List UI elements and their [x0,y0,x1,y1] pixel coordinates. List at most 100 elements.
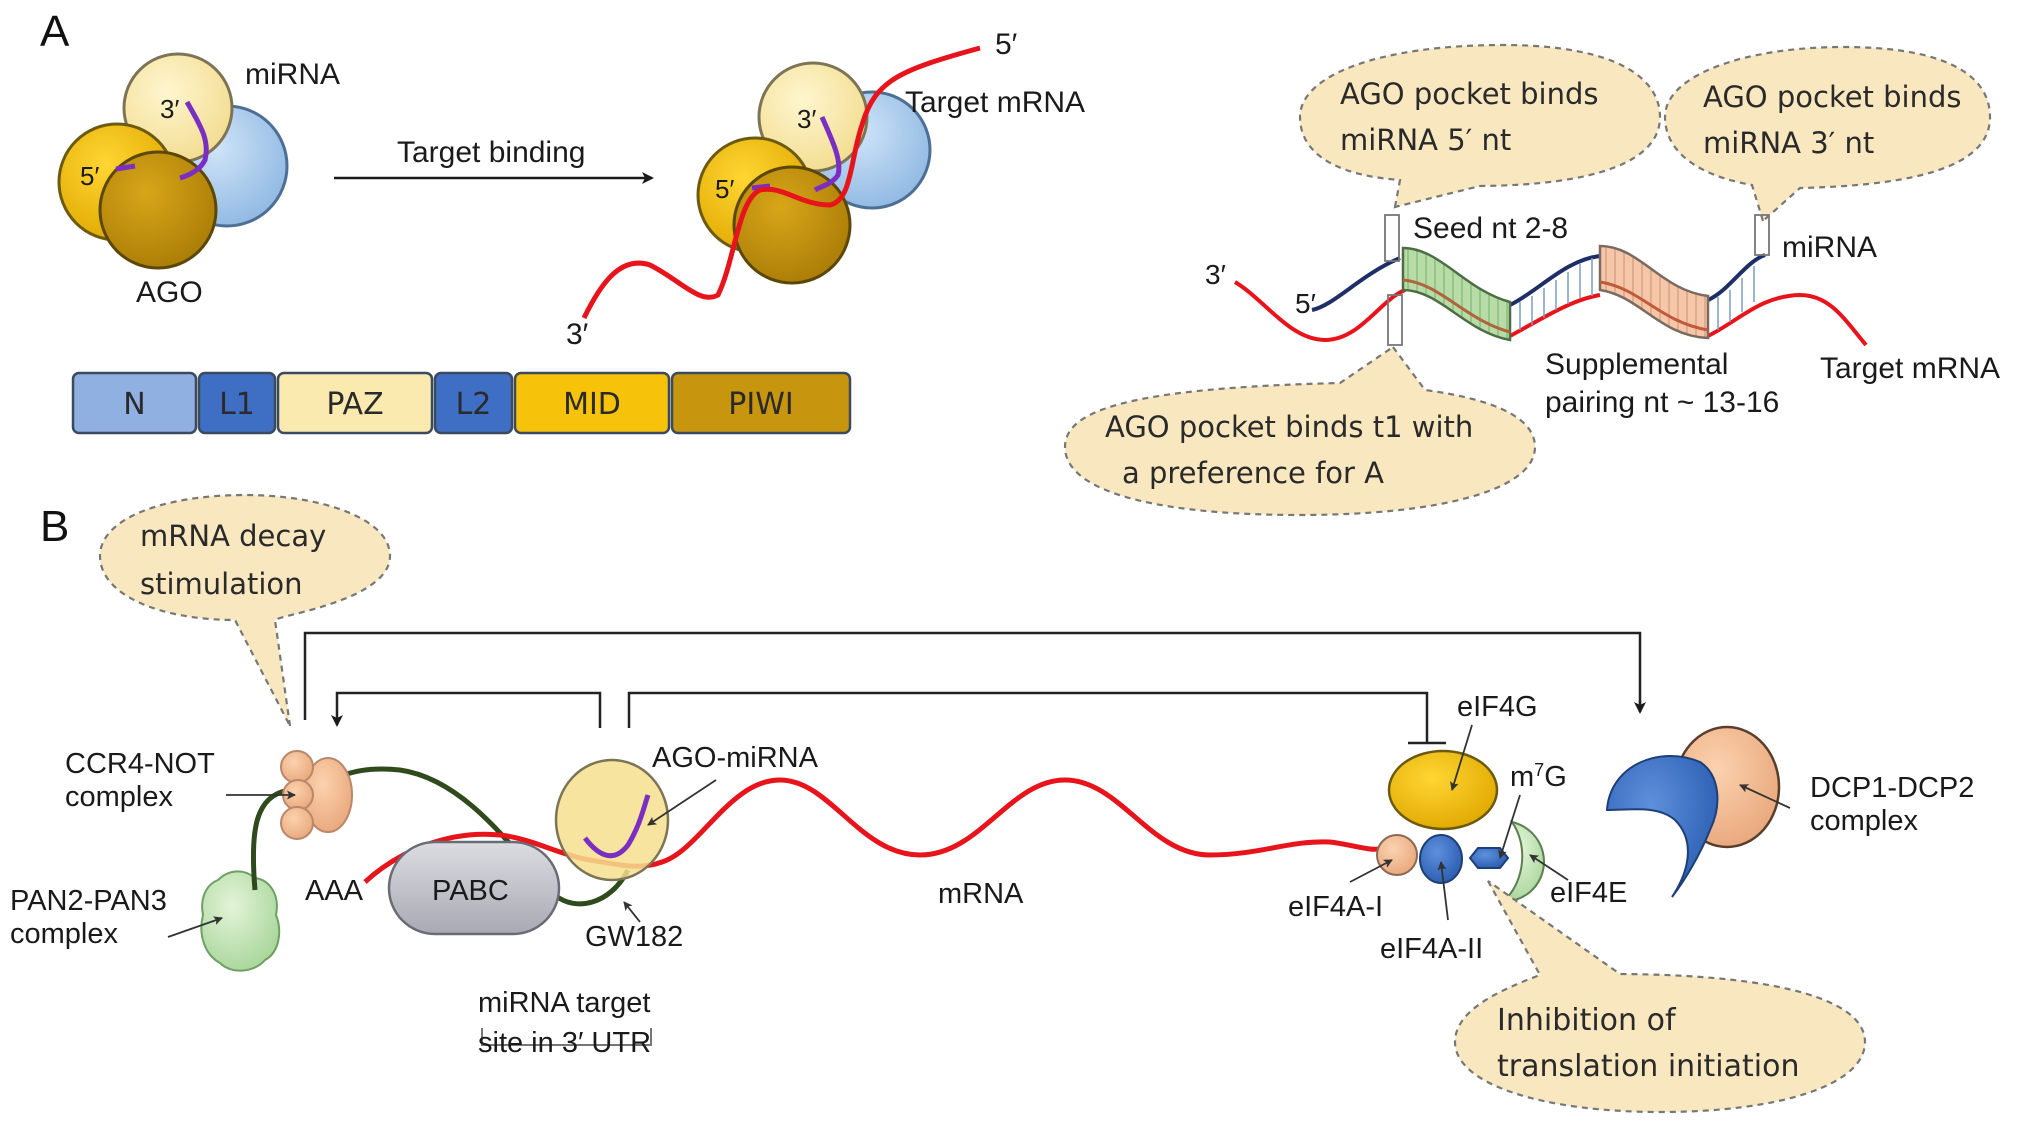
bubble-t1 [1063,345,1537,517]
seed-label: Seed nt 2-8 [1413,212,1568,245]
dcp1-dcp2-complex [1605,725,1781,898]
domain-l1: L1 [197,371,277,435]
target-5prime-label: 5′ [995,28,1018,61]
eif4a-ii-pointer [1437,861,1449,921]
target-site-line1: miRNA target [478,987,650,1019]
eif4a-i-pointer [1349,859,1393,883]
ago-label: AGO [136,276,203,309]
eif4g-pointer [1450,724,1473,791]
target-mrna-strand [581,45,981,320]
supplemental-region [1598,244,1710,340]
bubble-decay-line1: mRNA decay [140,519,326,553]
bubble-5prime-line1: AGO pocket binds [1340,77,1599,111]
duplex-target-3prime: 3′ [1205,259,1226,290]
ago-piwi-lobe [98,150,218,270]
duplex-mirna-5prime: 5′ [1295,288,1316,319]
bubble-3prime-line2: miRNA 3′ nt [1703,126,1874,160]
domain-label: MID [563,387,621,422]
target-mrna-label: Target mRNA [905,86,1085,119]
pocket-3prime-box [1754,214,1770,256]
eif4e-label: eIF4E [1550,877,1627,909]
ago-protein-bound [581,45,981,320]
ago-protein-unbound [57,52,289,270]
mrna-strand [363,777,1385,884]
bubble-3prime-line1: AGO pocket binds [1703,80,1962,114]
bubble-5prime [1298,43,1662,209]
domain-piwi: PIWI [670,371,852,435]
seed-region [1401,246,1512,342]
dcp-pointer [1739,784,1791,809]
bubble-5prime-line2: miRNA 5′ nt [1340,123,1511,157]
deadenylation-bracket [331,691,602,728]
target-mrna-strand [1233,280,1406,343]
bubble-decay [98,493,392,727]
mirna-target-duplex [1233,214,1868,347]
eif4f-complex [1376,749,1545,902]
domain-box [513,371,671,435]
domain-label: L2 [456,387,492,422]
mirna-strand [813,116,842,193]
ccr4-not-complex [280,750,353,840]
eif4g-label: eIF4G [1457,691,1538,723]
domain-box [197,371,277,435]
pabc-label: PABC [432,875,509,907]
domain-box [433,371,514,435]
bound-mirna [583,794,651,859]
mirna-strand [179,100,209,181]
bound-mirna-5prime-label: 5′ [715,174,734,204]
mirna-5prime-label: 5′ [80,161,99,191]
eif4a-i-protein [1376,834,1418,876]
bound-mirna-3prime-label: 3′ [797,104,816,134]
target-3prime-label: 3′ [566,318,589,351]
ago-mirna-complex [554,758,670,882]
pan2-pan3-pointer [167,916,223,938]
domain-n: N [71,371,198,435]
pabc-protein [387,840,561,936]
gw182-strand [250,766,631,907]
mrna-label: mRNA [938,878,1024,910]
gw182-label: GW182 [585,921,683,953]
domain-paz: PAZ [276,371,434,435]
target-binding-label: Target binding [397,136,585,169]
domain-l2: L2 [433,371,514,435]
domain-mid: MID [513,371,671,435]
pocket-t1-box [1387,294,1403,346]
target-site-line2: site in 3′ UTR [478,1027,651,1059]
m7g-label: m7G [1510,760,1567,793]
dcp1-protein [1605,755,1719,898]
supplemental-line1: Supplemental [1545,348,1728,381]
bubble-inhibition-line1: Inhibition of [1497,1003,1677,1038]
mirna-3prime-label: 3′ [160,94,179,124]
duplex-target-mrna-label: Target mRNA [1820,352,2000,385]
bubble-inhibition [1453,880,1867,1114]
ago-mirna-label: AGO-miRNA [652,742,819,774]
mirna-5p-end [115,163,136,172]
duplex-mirna-label: miRNA [1782,231,1877,264]
ccr4-not-line1: CCR4-NOT [65,748,215,780]
dcp-line2: complex [1810,805,1918,837]
ccr4-not-line2: complex [65,781,173,813]
panel-b-label: B [40,502,69,551]
dcp-line1: DCP1-DCP2 [1810,772,1974,804]
domain-box [276,371,434,435]
inhibition-bracket [627,691,1429,743]
pan2-pan3-line1: PAN2-PAN3 [10,885,167,917]
pan2-pan3-line2: complex [10,918,118,950]
bubble-3prime [1663,45,1992,223]
eif4a-ii-label: eIF4A-II [1380,933,1483,965]
eif4a-ii-protein [1419,834,1463,884]
bubble-t1-line2: a preference for A [1122,456,1384,490]
eif4g-protein [1387,749,1499,831]
gw182-pointer [623,901,641,923]
ago-mirna-pointer [647,779,717,826]
domain-box [71,371,198,435]
domain-label: PIWI [728,387,793,422]
eif4e-protein [1503,820,1545,902]
base-pair-ticks [1519,258,1755,330]
supplemental-line2: pairing nt ~ 13-16 [1545,386,1779,419]
bubble-inhibition-line2: translation initiation [1497,1049,1799,1084]
ago-piwi-lobe [732,165,852,285]
domain-label: N [123,387,145,422]
